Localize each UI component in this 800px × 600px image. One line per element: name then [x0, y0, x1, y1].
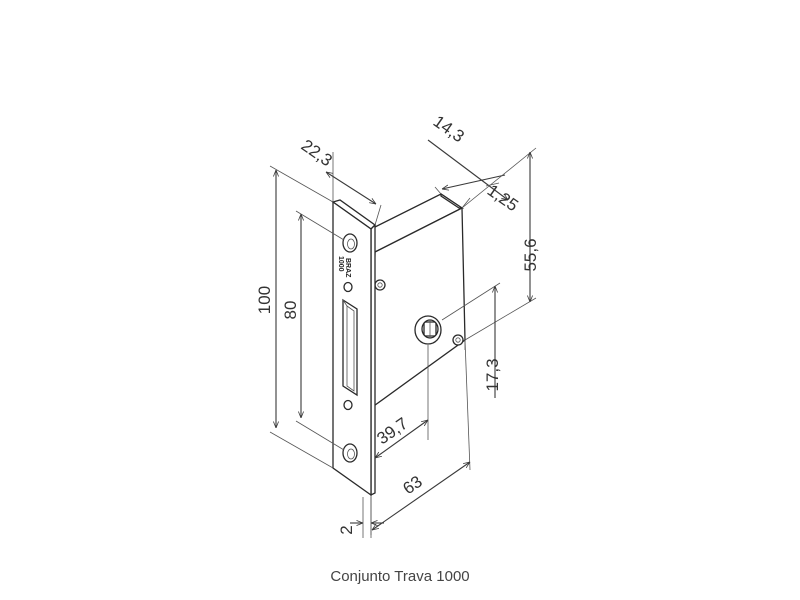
dimension-22-3-label: 22,3 — [298, 136, 336, 171]
dimension-17-3-label: 17,3 — [483, 358, 502, 391]
dimension-80-label: 80 — [281, 301, 300, 320]
dimension-39-7-label: 39,7 — [373, 414, 411, 449]
dimension-17-3: 17,3 — [441, 282, 502, 398]
dimension-55-6: 55,6 — [461, 147, 540, 341]
dimension-100: 100 — [255, 165, 334, 469]
dimension-2-label: 2 — [337, 525, 356, 534]
lock-body — [370, 192, 466, 410]
drawing-caption: Conjunto Trava 1000 — [330, 568, 470, 585]
cylinder-knob — [414, 315, 442, 345]
dimension-55-6-label: 55,6 — [521, 238, 540, 271]
dimension-14-3-label: 14,3 — [430, 112, 468, 147]
dimension-2: 2 — [337, 497, 384, 538]
dimension-63-label: 63 — [399, 472, 425, 498]
plate-mark-braz: BRAZ — [344, 258, 351, 278]
plate-mark-1000: 1000 — [337, 256, 344, 272]
faceplate: 1000 BRAZ — [331, 199, 377, 497]
dimension-100-label: 100 — [255, 286, 274, 314]
dimension-80: 80 — [281, 210, 345, 451]
